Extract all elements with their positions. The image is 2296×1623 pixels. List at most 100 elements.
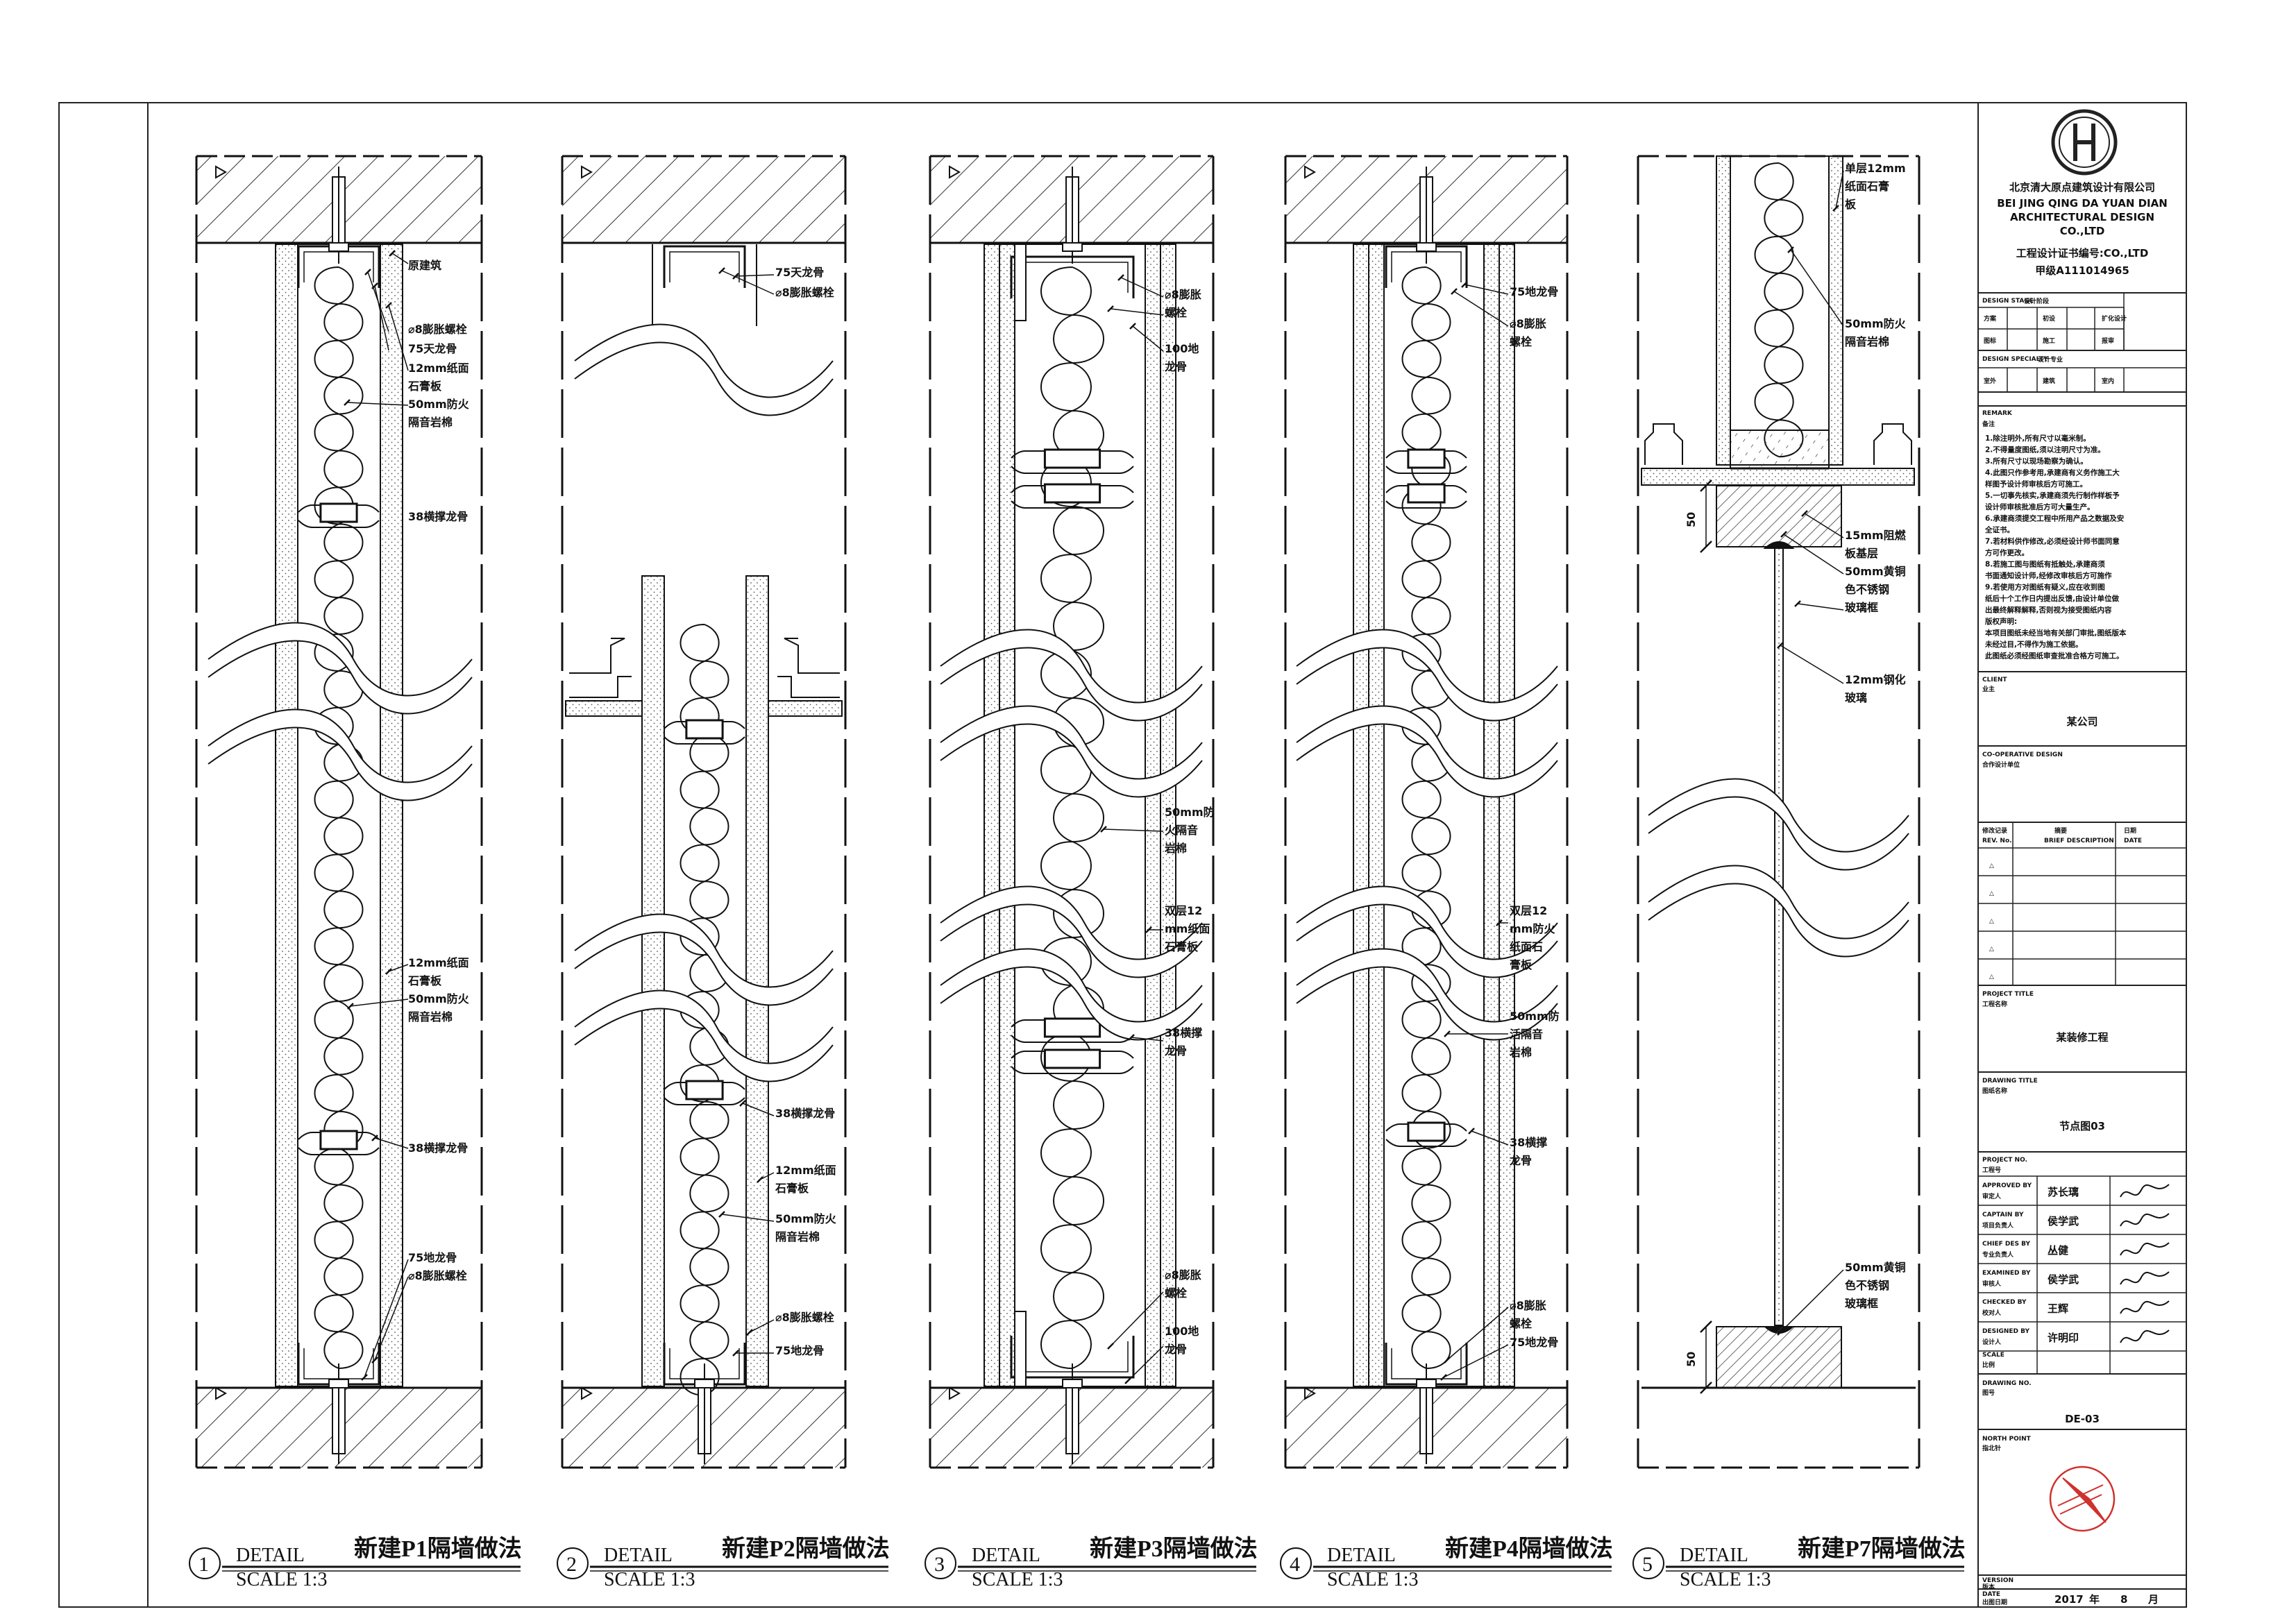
dimension-lines: 50 50 <box>1685 479 1712 1394</box>
annotation-label: 螺栓 <box>1510 335 1533 348</box>
detail-scale: SCALE 1:3 <box>236 1569 327 1590</box>
annotation-label: 板基层 <box>1845 547 1878 560</box>
person-role-en: CHIEF DES BY <box>1982 1241 2031 1248</box>
annotation-label: 岩棉 <box>1164 842 1187 855</box>
annotation-label: 石膏板 <box>407 974 442 987</box>
detail-2: 75天龙骨⌀8膨胀螺栓38横撑龙骨12mm纸面石膏板50mm防火隔音岩棉⌀8膨胀… <box>561 155 847 1469</box>
person-role: 项目负责人 <box>1982 1221 2014 1230</box>
gypsum-board <box>1353 244 1369 1387</box>
company-name: 北京清大原点建筑设计有限公司 <box>2009 181 2155 194</box>
date-year: 2017 <box>2054 1593 2084 1606</box>
stage-option: 图标 <box>1984 337 1996 345</box>
track-stud <box>663 245 746 288</box>
detail-scale: SCALE 1:3 <box>604 1569 695 1590</box>
cross-brace-stud <box>1011 1048 1134 1074</box>
company-name-en: BEI JING QING DA YUAN DIAN <box>1997 197 2168 210</box>
break-line <box>940 705 1203 780</box>
note-line: 4.此图只作参考用,承建商有义务作施工大 <box>1985 468 2120 477</box>
detail-1: 原建筑⌀8膨胀螺栓75天龙骨12mm纸面石膏板50mm防火隔音岩棉38横撑龙骨1… <box>195 155 483 1469</box>
person-role: 校对人 <box>1982 1309 2002 1317</box>
label-en: DESIGN SPECIALTY <box>1982 356 2048 363</box>
dimension-text: 50 <box>1685 512 1698 527</box>
person-role: 专业负责人 <box>1982 1250 2014 1259</box>
break-line <box>1296 629 1558 704</box>
label: 备注 <box>1982 420 1995 428</box>
gypsum-board <box>1716 155 1731 466</box>
note-line: 7.若材料供作修改,必须经设计师书面同意 <box>1985 537 2120 546</box>
annotation-label: 12mm钢化 <box>1845 673 1906 686</box>
drawing-number: DE-03 <box>2065 1413 2100 1425</box>
cross-brace-stud <box>1011 483 1134 509</box>
rev-header-en: REV. No. <box>1982 838 2012 844</box>
label: 工程名称 <box>1982 1000 2007 1008</box>
rev-mark: △ <box>1989 946 1994 953</box>
date-unit: 年 <box>2089 1593 2100 1606</box>
drawing-name: 节点图03 <box>2059 1120 2105 1132</box>
company-name-en: CO.,LTD <box>2060 225 2105 237</box>
label: 版本 <box>1982 1583 1995 1591</box>
annotation-label: ⌀8膨胀螺栓 <box>775 1311 835 1324</box>
label: 图号 <box>1982 1389 1995 1397</box>
gypsum-board <box>745 575 769 1387</box>
rev-mark: △ <box>1989 974 1994 980</box>
label: 图纸名称 <box>1982 1087 2007 1095</box>
note-line: 版权声明: <box>1985 617 2017 626</box>
rev-header: 日期 <box>2124 826 2136 835</box>
person-role: 审核人 <box>1982 1280 2002 1288</box>
signature-mark <box>2120 1329 2170 1343</box>
signature-mark <box>2120 1213 2170 1227</box>
detail-title: 新建P7隔墙做法 <box>1798 1536 1966 1562</box>
note-line: 1.除注明外,所有尺寸以毫米制。 <box>1985 434 2091 443</box>
cross-brace-stud <box>298 502 380 528</box>
annotation-label: 玻璃框 <box>1845 1297 1878 1310</box>
person-role-en: EXAMINED BY <box>1982 1270 2031 1277</box>
project-name: 某装修工程 <box>2056 1031 2108 1044</box>
break-line <box>940 885 1203 960</box>
label-en: DRAWING TITLE <box>1982 1078 2038 1085</box>
annotation-label: 隔音岩棉 <box>1845 335 1889 348</box>
gypsum-board <box>1145 244 1161 1387</box>
stage-option: 方案 <box>1984 314 1997 323</box>
date-month: 8 <box>2120 1593 2127 1606</box>
annotation-label: 50mm黄铜 <box>1845 565 1906 578</box>
annotation-label: 双层12 <box>1165 904 1202 917</box>
fire-retardant-board <box>1716 485 1842 547</box>
gypsum-board <box>641 575 665 1387</box>
break-line <box>1296 705 1558 780</box>
annotation-label: 纸面石 <box>1510 940 1543 953</box>
stage-option: 扩化设计 <box>2102 314 2127 323</box>
expansion-bolt <box>328 167 349 264</box>
note-line: 本项目图纸未经当地有关部门审批,图纸版本 <box>1985 629 2127 638</box>
person-name: 苏长璃 <box>2048 1186 2079 1198</box>
rev-mark: △ <box>1989 863 1994 869</box>
gypsum-board <box>1368 244 1385 1387</box>
rev-header: 摘要 <box>2054 826 2067 835</box>
dimension-text: 50 <box>1685 1352 1698 1367</box>
note-line: 6.承建商须提交工程中所用产品之数据及安 <box>1985 514 2125 523</box>
label-en: PROJECT TITLE <box>1982 991 2034 998</box>
title-block <box>1978 109 2186 1590</box>
gypsum-board <box>1483 244 1500 1387</box>
annotation-label: 50mm防火 <box>408 398 470 411</box>
annotation-label: 石膏板 <box>775 1182 809 1195</box>
rev-mark: △ <box>1989 918 1994 925</box>
cross-brace-stud <box>1011 1017 1134 1043</box>
note-line: 5.一切事先核实,承建商须先行制作样板予 <box>1985 491 2120 500</box>
expansion-bolt <box>1062 1363 1083 1464</box>
break-line <box>1648 778 1909 853</box>
specialty-option: 建筑 <box>2043 377 2055 385</box>
break-line <box>574 323 834 398</box>
person-name: 侯学武 <box>2048 1215 2079 1227</box>
insulation-wool <box>1754 162 1804 458</box>
client-name: 某公司 <box>2066 715 2097 728</box>
rev-header-en: BRIEF DESCRIPTION <box>2044 838 2114 844</box>
annotation-label: 50mm黄铜 <box>1845 1261 1906 1274</box>
detail-5: 5050单层12mm纸面石膏板50mm防火隔音岩棉15mm阻燃板基层50mm黄铜… <box>1637 155 1921 1469</box>
annotation-label: 火隔音 <box>1165 824 1198 837</box>
gypsum-board <box>999 244 1015 1387</box>
detail-label: DETAIL <box>236 1545 305 1566</box>
detail-4: 75地龙骨⌀8膨胀螺栓双层12mm防火纸面石膏板50mm防活隔音岩棉38横撑龙骨… <box>1284 155 1569 1469</box>
signature-mark <box>2120 1242 2170 1256</box>
